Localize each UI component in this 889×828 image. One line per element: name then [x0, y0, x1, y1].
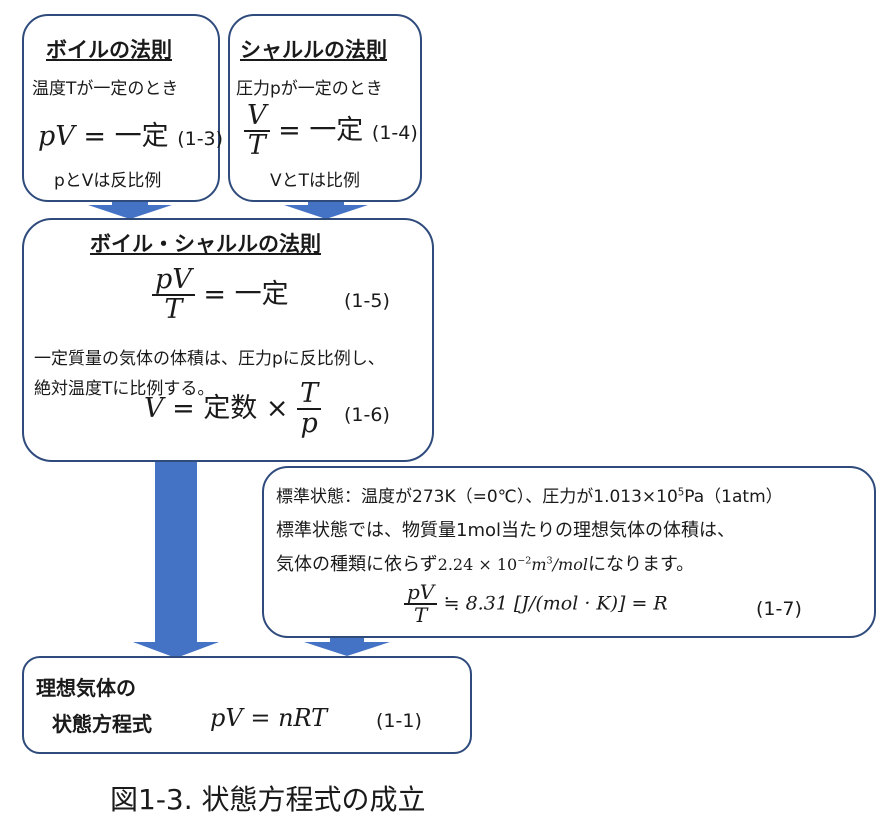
charles-condition: 圧力pが一定のとき: [236, 79, 383, 99]
ideal-gas-title-line1: 理想気体の: [36, 676, 136, 700]
ideal-gas-eq-number: (1-1): [376, 710, 422, 732]
charles-title: シャルルの法則: [240, 38, 387, 62]
volume-fraction: T p: [297, 379, 322, 440]
ideal-gas-box: 理想気体の 状態方程式 pV = nRT (1-1): [22, 656, 472, 754]
boyle-law-box: ボイルの法則 温度Tが一定のとき pV = 一定 (1-3) pとVは反比例: [22, 14, 223, 202]
boyle-eq-equals: =: [83, 121, 107, 152]
standard-line1-sup: 5: [677, 487, 685, 499]
standard-line3: 気体の種類に依らず2.24 × 10−2m3/molになります。: [276, 550, 694, 576]
gas-constant-fraction: pV T: [404, 582, 438, 627]
charles-eq-number: (1-4): [371, 121, 418, 144]
standard-line2: 標準状態では、物質量1mol当たりの理想気体の体積は、: [276, 520, 735, 541]
charles-law-box: シャルルの法則 圧力pが一定のとき V T = 一定 (1-4) VとTは比例: [228, 14, 422, 202]
charles-frac-num: V: [244, 101, 270, 133]
standard-line3-unit: m: [531, 555, 547, 574]
standard-line1-a: 標準状態：温度が273K（=0℃）、圧力が1.013×10: [276, 487, 678, 507]
standard-line3-unit-sup: 3: [546, 555, 553, 567]
ideal-gas-title-line2: 状態方程式: [52, 712, 152, 736]
gas-constant-equation: pV T ≒ 8.31 [J/(mol · K)] = R: [404, 582, 668, 626]
combined-eq-rhs: 一定: [234, 278, 289, 310]
charles-eq-rhs: 一定: [309, 114, 364, 146]
gas-constant-eq-number: (1-7): [756, 598, 802, 620]
boyle-condition: 温度Tが一定のとき: [32, 79, 179, 99]
standard-line3-b: になります。: [587, 554, 695, 575]
standard-line3-sup: −2: [517, 555, 532, 567]
boyle-title: ボイルの法則: [46, 38, 172, 62]
combined-frac-den: T: [164, 294, 183, 326]
standard-state-box: 標準状態：温度が273K（=0℃）、圧力が1.013×105Pa（1atm） 標…: [262, 466, 876, 638]
gas-constant-frac-den: T: [413, 603, 428, 627]
gas-constant-eq-rest: ≒ 8.31 [J/(mol · K)] = R: [443, 592, 668, 615]
combined-text-line1: 一定質量の気体の体積は、圧力pに反比例し、: [34, 349, 385, 369]
combined-eq-number: (1-5): [344, 290, 390, 312]
volume-equation: V = 定数 × T p: [144, 379, 322, 440]
boyle-eq-lhs: pV: [38, 121, 75, 152]
standard-line3-a: 気体の種類に依らず: [276, 554, 438, 575]
arrow-charles-to-combined: [308, 198, 344, 208]
combined-frac-num: pV: [152, 265, 195, 297]
charles-note: VとTは比例: [270, 171, 361, 191]
ideal-gas-equation: pV = nRT: [210, 704, 328, 732]
charles-eq-equals: =: [278, 114, 301, 146]
charles-frac-den: T: [247, 130, 266, 162]
boyle-charles-title: ボイル・シャルルの法則: [90, 232, 321, 256]
charles-fraction: V T: [244, 101, 270, 162]
boyle-eq-number: (1-3): [177, 128, 224, 150]
standard-line1: 標準状態：温度が273K（=0℃）、圧力が1.013×105Pa（1atm）: [276, 482, 783, 507]
arrow-combined-to-ideal: [155, 458, 197, 644]
volume-eq-const: 定数: [203, 392, 258, 424]
arrow-combined-head: [133, 642, 219, 658]
boyle-note: pとVは反比例: [54, 171, 162, 191]
volume-eq-times: ×: [265, 392, 289, 424]
standard-line3-math: 2.24 × 10: [437, 555, 518, 574]
volume-frac-num: T: [297, 379, 322, 411]
combined-equation: pV T = 一定: [152, 265, 289, 326]
boyle-charles-box: ボイル・シャルルの法則 pV T = 一定 (1-5) 一定質量の気体の体積は、…: [22, 218, 434, 462]
volume-eq-equals: =: [172, 392, 195, 424]
boyle-eq-rhs: 一定: [114, 121, 169, 152]
standard-line1-b: Pa（1atm）: [684, 487, 783, 507]
standard-line3-unit-rest: /mol: [552, 555, 588, 574]
arrow-boyle-to-combined: [112, 198, 148, 208]
boyle-equation: pV = 一定 (1-3): [38, 114, 223, 153]
combined-text-line2: 絶対温度Tに比例する。: [34, 379, 215, 399]
arrow-charles-head: [284, 205, 368, 219]
charles-equation: V T = 一定 (1-4): [244, 101, 418, 162]
arrow-standard-head: [304, 642, 390, 656]
volume-frac-den: p: [300, 408, 318, 440]
combined-eq-equals: =: [203, 278, 227, 310]
volume-eq-lhs: V: [144, 392, 164, 424]
arrow-standard-to-ideal: [330, 634, 364, 644]
combined-fraction: pV T: [152, 265, 195, 326]
figure-caption: 図1-3. 状態方程式の成立: [110, 783, 426, 816]
arrow-boyle-head: [88, 205, 172, 219]
volume-eq-number: (1-6): [344, 404, 390, 426]
gas-constant-frac-num: pV: [404, 582, 438, 605]
